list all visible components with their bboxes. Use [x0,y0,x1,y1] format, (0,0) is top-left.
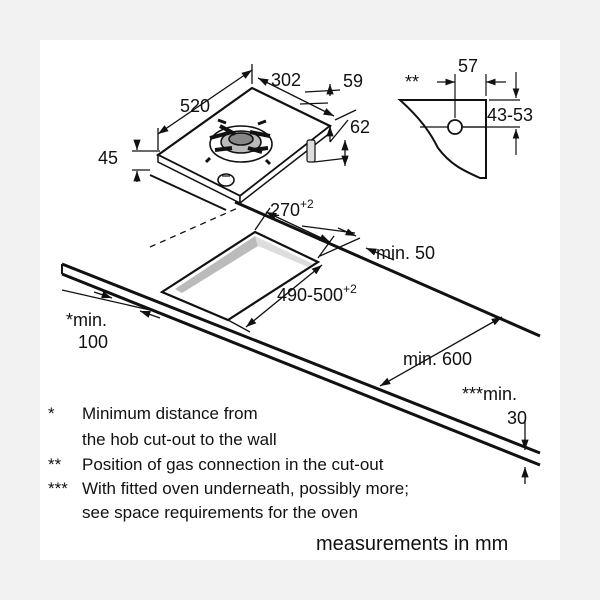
units-caption: measurements in mm [316,533,509,555]
cutout-width-tolerance: +2 [300,197,314,211]
gas-connection-icon [447,119,463,135]
control-knob-icon [217,173,235,187]
note-1-marker: * [48,404,55,423]
note-3b: see space requirements for the oven [48,503,358,523]
hob-cutout [159,230,321,322]
worktop [61,200,541,467]
note-1: * Minimum distance from [48,404,258,424]
hob-foot [306,139,316,163]
note-2-text: Position of gas connection in the cut-ou… [82,455,384,474]
min-30-label-2: 30 [507,408,527,428]
hob-width-label: 302 [271,70,301,90]
min-100-label-1: *min. [66,310,107,330]
height-59-label: 59 [343,71,363,91]
note-2: ** Position of gas connection in the cut-… [48,455,383,475]
min-50-label: min. 50 [376,243,435,263]
conn-57-label: 57 [458,56,478,76]
cutout-dimensions [61,207,529,484]
note-1b-text: the hob cut-out to the wall [82,430,277,449]
cutout-width-value: 270 [270,200,300,220]
cutout-depth-label: 490-500+2 [277,282,357,305]
conn-range-label: 43-53 [487,105,533,125]
cutout-depth-value: 490-500 [277,285,343,305]
hob-drawing [149,86,333,211]
note-1b: the hob cut-out to the wall [48,430,277,450]
min-30-label-1: ***min. [462,384,517,404]
note-3-text: With fitted oven underneath, possibly mo… [82,479,409,498]
gas-connection-marker: ** [405,72,419,92]
offset-62-label: 62 [350,117,370,137]
min-100-label-2: 100 [78,332,108,352]
drawing-sheet: 520 302 59 45 62 ** 57 43-53 270+2 min. … [40,40,560,560]
hob-depth-label: 520 [180,96,210,116]
cutout-width-label: 270+2 [270,197,314,220]
gas-connection-detail [397,72,520,179]
note-3b-text: see space requirements for the oven [82,503,358,522]
note-1-text: Minimum distance from [82,404,258,423]
note-3: *** With fitted oven underneath, possibly… [48,479,409,499]
cutout-depth-tolerance: +2 [343,282,357,296]
min-600-label: min. 600 [403,349,472,369]
note-3-marker: *** [48,479,68,498]
note-2-marker: ** [48,455,62,474]
hob-dimensions [132,64,357,182]
height-45-label: 45 [98,148,118,168]
dimension-labels: 520 302 59 45 62 ** 57 43-53 270+2 min. … [66,56,533,428]
installation-diagram: 520 302 59 45 62 ** 57 43-53 270+2 min. … [61,56,541,484]
